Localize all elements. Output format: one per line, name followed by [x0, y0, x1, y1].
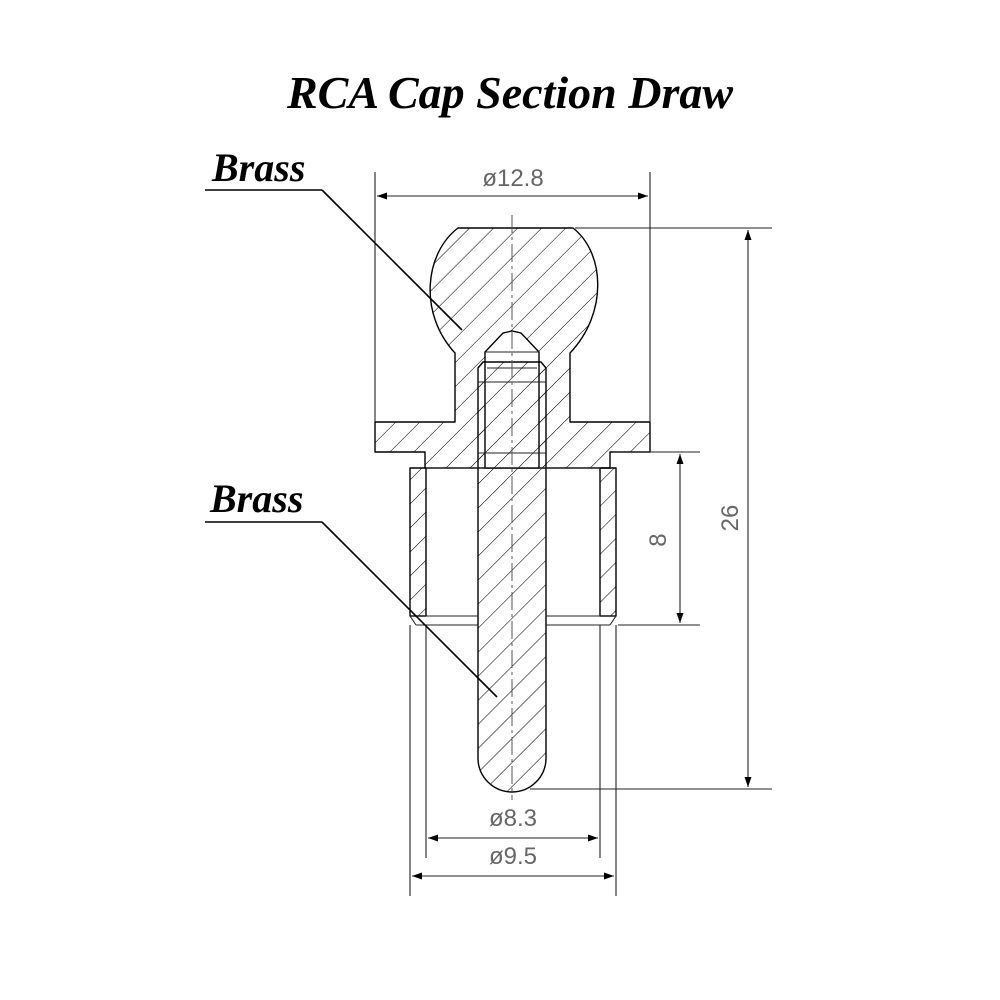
dimension-pin-diameter: ø8.3 — [425, 625, 601, 858]
material-callout-pin: Brass — [205, 476, 498, 698]
dimension-sleeve-length: 8 — [612, 451, 700, 626]
dimension-pin-diameter-label: ø8.3 — [489, 805, 537, 832]
material-label-pin: Brass — [209, 476, 303, 521]
dimension-sleeve-diameter: ø9.5 — [409, 625, 617, 896]
sleeve-right-wall — [599, 467, 617, 617]
dimension-total-height-label: 26 — [717, 505, 744, 532]
material-callout-cap: Brass — [205, 145, 463, 331]
sleeve-lip-right — [609, 615, 617, 626]
material-label-cap: Brass — [211, 145, 305, 190]
sleeve-left-wall — [409, 467, 427, 617]
dimension-total-height: 26 — [530, 227, 772, 790]
dimension-sleeve-diameter-label: ø9.5 — [489, 843, 537, 870]
dimension-sleeve-length-label: 8 — [645, 533, 672, 546]
dimension-top-diameter-label: ø12.8 — [482, 165, 543, 192]
dimension-top-diameter: ø12.8 — [374, 165, 651, 422]
drawing-title: RCA Cap Section Draw — [286, 67, 733, 118]
sleeve-lip-left — [409, 615, 417, 626]
